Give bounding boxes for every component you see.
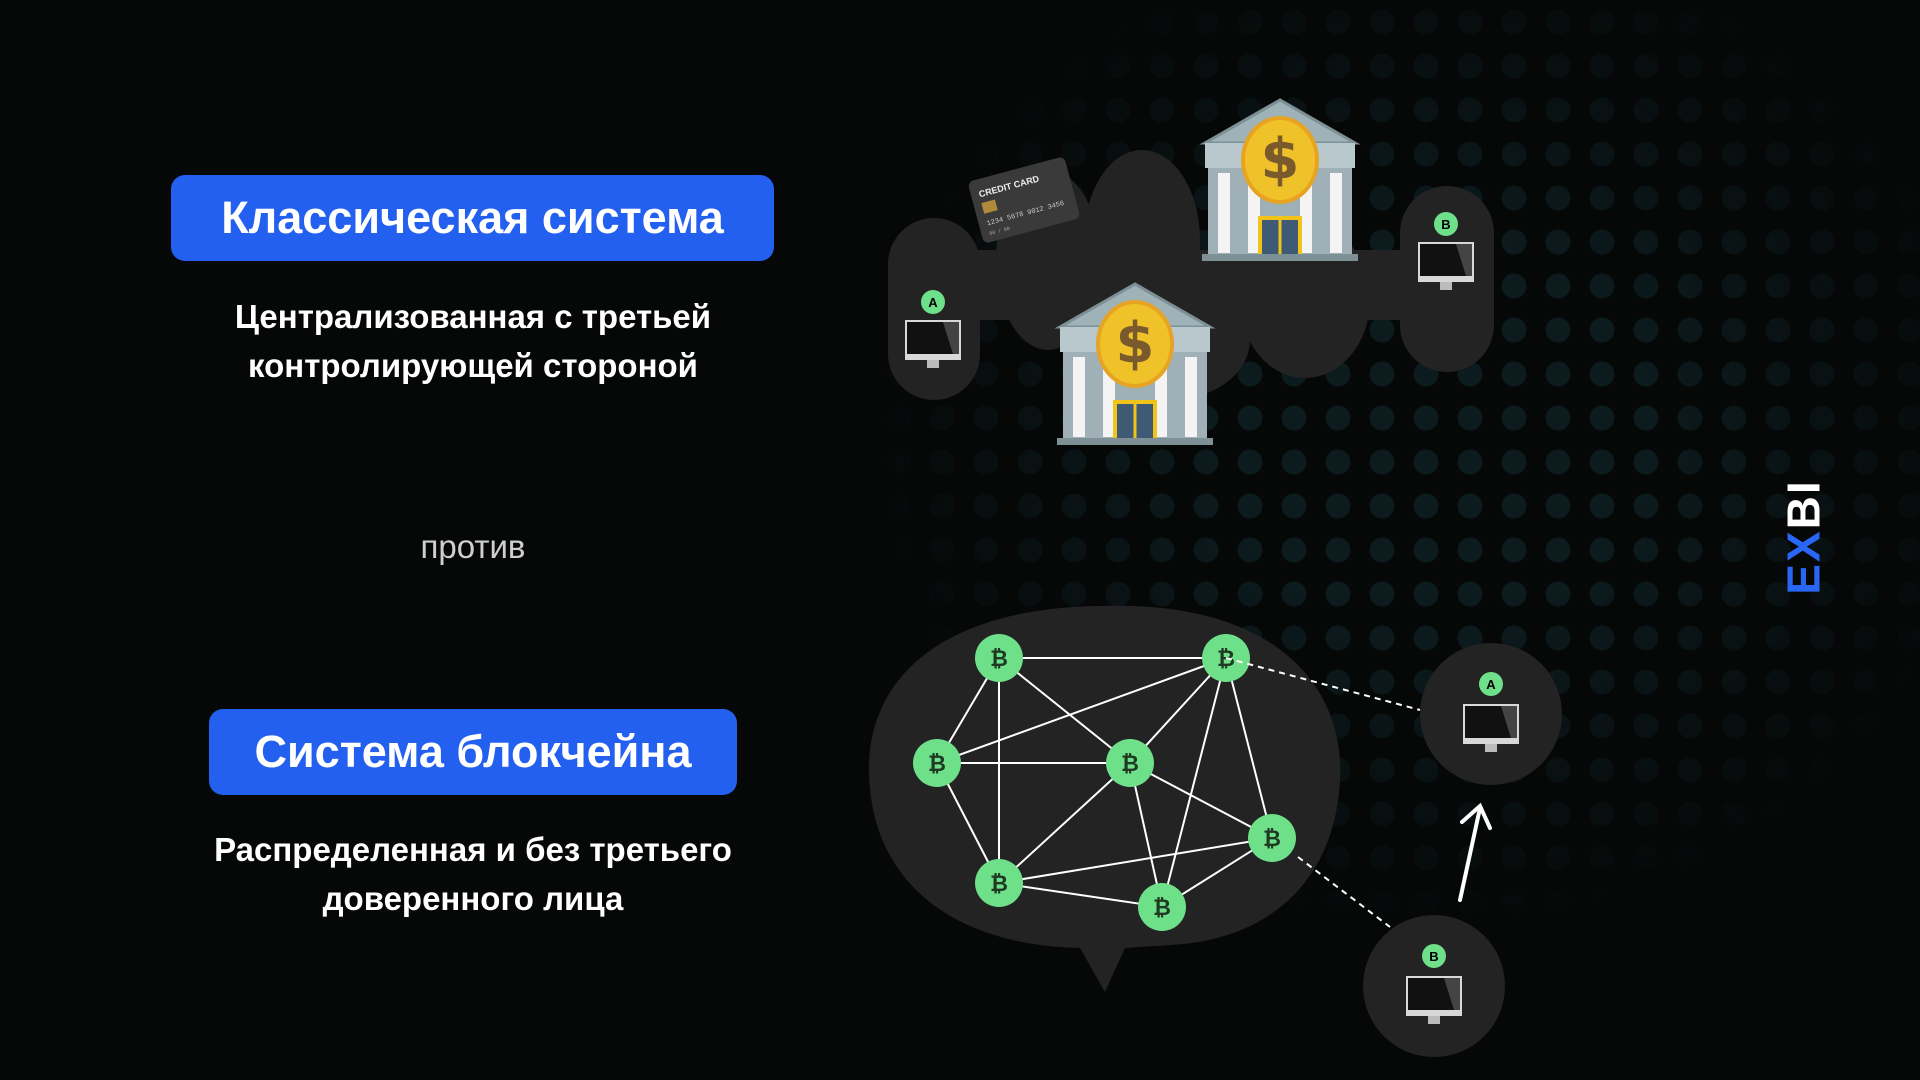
classic-system-subtitle: Централизованная с третьей контролирующе… bbox=[123, 292, 823, 390]
exbi-logo: EXBI bbox=[1777, 479, 1831, 594]
versus-label: против bbox=[420, 528, 526, 565]
user-b-computer: B bbox=[1363, 915, 1505, 1057]
blockchain-system-title: Система блокчейна bbox=[209, 709, 737, 795]
logo-part: E bbox=[1777, 562, 1830, 595]
bank-icon: $ bbox=[1200, 98, 1360, 263]
user-a-badge: A bbox=[1486, 677, 1496, 692]
bitcoin-icon: ₿ bbox=[1217, 647, 1235, 672]
user-a-badge: A bbox=[928, 295, 938, 310]
network-edge bbox=[1225, 657, 1273, 839]
bitcoin-icon: ₿ bbox=[990, 647, 1008, 672]
user-b-badge: B bbox=[1429, 949, 1438, 964]
blockchain-system-subtitle: Распределенная и без третьего доверенног… bbox=[123, 825, 823, 923]
bitcoin-icon: ₿ bbox=[928, 752, 946, 777]
bitcoin-node: ₿ bbox=[1248, 814, 1296, 862]
network-nodes: ₿ ₿ ₿ ₿ ₿ ₿ ₿ bbox=[913, 634, 1296, 931]
network-edge bbox=[1129, 762, 1273, 839]
dashed-link bbox=[1225, 657, 1421, 711]
bitcoin-icon: ₿ bbox=[990, 872, 1008, 897]
bitcoin-node: ₿ bbox=[975, 634, 1023, 682]
bank-icon: $ bbox=[1055, 282, 1215, 447]
user-a-computer: A bbox=[905, 290, 961, 368]
dashed-link bbox=[1297, 856, 1391, 928]
logo-part: X bbox=[1777, 529, 1830, 562]
logo-part: BI bbox=[1777, 479, 1830, 530]
credit-card: CREDIT CARD 1234 5678 9012 3456 00 / 00 bbox=[968, 157, 1080, 243]
subtitle-line: доверенного лица bbox=[322, 880, 624, 917]
subtitle-line: Централизованная с третьей bbox=[234, 298, 712, 335]
user-b-computer: B bbox=[1418, 212, 1474, 290]
bitcoin-node: ₿ bbox=[1138, 883, 1186, 931]
user-a-computer: A bbox=[1420, 643, 1562, 785]
bitcoin-icon: ₿ bbox=[1263, 827, 1281, 852]
network-edge bbox=[998, 657, 1131, 764]
bitcoin-icon: ₿ bbox=[1121, 752, 1139, 777]
dollar-sign: $ bbox=[1116, 311, 1155, 376]
network-edge bbox=[998, 882, 1163, 908]
network-edge bbox=[1161, 657, 1227, 908]
user-b-badge: B bbox=[1441, 217, 1450, 232]
classic-system-title: Классическая система bbox=[171, 175, 774, 261]
network-edge bbox=[998, 837, 1273, 884]
bitcoin-node: ₿ bbox=[913, 739, 961, 787]
network-edge bbox=[1129, 762, 1163, 908]
bitcoin-icon: ₿ bbox=[1153, 896, 1171, 921]
bitcoin-node: ₿ bbox=[1106, 739, 1154, 787]
network-edge bbox=[936, 657, 1227, 764]
subtitle-line: контролирующей стороной bbox=[248, 347, 698, 384]
network-edge bbox=[998, 762, 1131, 884]
blockchain-network-blob bbox=[868, 605, 1341, 992]
card-expiry: 00 / 00 bbox=[989, 226, 1011, 237]
subtitle-line: Распределенная и без третьего bbox=[214, 831, 732, 868]
bitcoin-node: ₿ bbox=[975, 859, 1023, 907]
dollar-sign: $ bbox=[1261, 127, 1300, 192]
arrow-icon bbox=[1458, 802, 1492, 902]
